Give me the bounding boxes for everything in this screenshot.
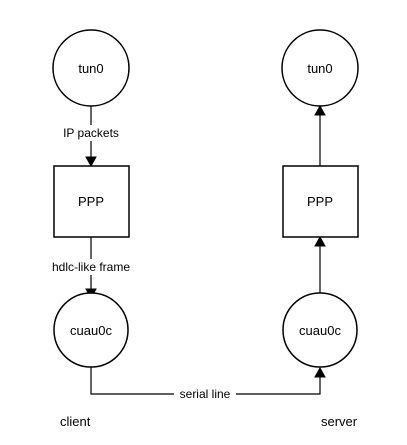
server-tun0-label: tun0 (307, 61, 332, 76)
server-tun0-node: tun0 (281, 29, 359, 107)
serial-line-label: serial line (180, 387, 231, 401)
arrowhead-icon (314, 104, 326, 116)
server-edge-ppp-to-tun0 (314, 104, 326, 166)
client-column: tun0 IP packets PPP hdlc-like frame cuau… (43, 29, 139, 429)
client-edge-ip-packets: IP packets (55, 106, 127, 168)
client-ppp-label: PPP (78, 194, 104, 209)
arrowhead-icon (85, 156, 97, 168)
server-edge-serial-to-ppp (314, 235, 326, 293)
client-label: client (60, 414, 91, 429)
server-ppp-node: PPP (282, 165, 359, 238)
server-ppp-label: PPP (307, 194, 333, 209)
arrowhead-icon (314, 366, 326, 378)
serial-line-edge: serial line (90, 366, 326, 402)
arrowhead-icon (314, 235, 326, 247)
client-serial-node: cuau0c (53, 292, 129, 368)
server-column: tun0 PPP cuau0c server (281, 29, 359, 429)
client-edge-ip-packets-label: IP packets (63, 126, 119, 140)
server-serial-node: cuau0c (282, 292, 358, 368)
client-serial-label: cuau0c (70, 323, 112, 338)
client-ppp-node: PPP (53, 165, 130, 238)
client-tun0-label: tun0 (78, 61, 103, 76)
client-tun0-node: tun0 (52, 29, 130, 107)
server-serial-label: cuau0c (299, 323, 341, 338)
server-label: server (321, 414, 358, 429)
client-edge-hdlc-frame: hdlc-like frame (43, 237, 139, 300)
client-edge-hdlc-frame-label: hdlc-like frame (52, 260, 130, 274)
